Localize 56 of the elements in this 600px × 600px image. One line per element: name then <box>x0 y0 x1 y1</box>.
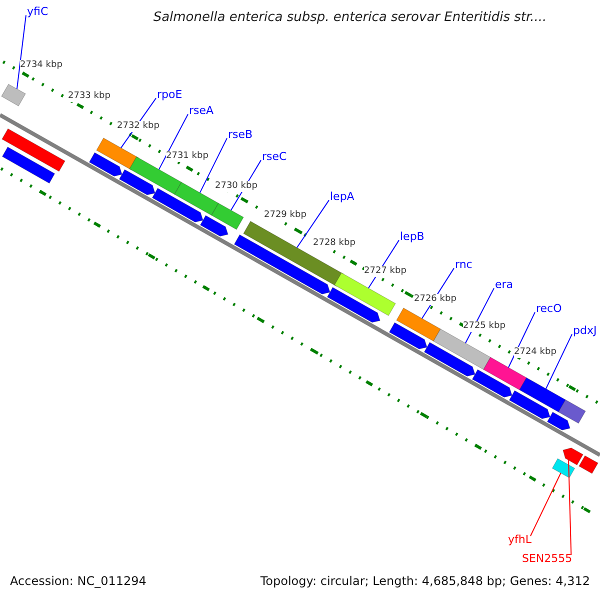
gene-label: pdxJ <box>573 324 597 338</box>
gene-feature <box>388 322 428 350</box>
leader-line <box>545 334 572 390</box>
tick-label: 2730 kbp <box>215 181 258 192</box>
leader-line <box>158 114 188 170</box>
tick-label: 2728 kbp <box>313 238 356 249</box>
gene-bar <box>211 202 244 230</box>
leader-line <box>530 472 562 536</box>
gene-bar <box>558 399 586 424</box>
gene-bar <box>433 328 491 370</box>
tick-label: 2731 kbp <box>166 151 208 162</box>
gene-feature <box>200 215 228 237</box>
leader-line <box>296 200 330 248</box>
gene-bar <box>578 455 598 474</box>
tick-label: 2727 kbp <box>364 266 406 277</box>
gene-feature <box>88 152 122 177</box>
leader-line <box>568 460 572 556</box>
tick-label: 2729 kbp <box>264 210 306 221</box>
gene-bar <box>2 128 66 172</box>
gene-label: lepA <box>330 190 354 204</box>
tick-label: 2734 kbp <box>20 60 62 71</box>
gene-feature <box>562 448 584 466</box>
gene-label: recO <box>536 302 562 316</box>
gene-label: rseB <box>228 128 253 142</box>
gene-label: rseA <box>189 104 214 118</box>
gene-label: lepB <box>400 230 424 244</box>
tick-label: 2732 kbp <box>117 121 160 132</box>
gene-label: yfhL <box>508 533 532 546</box>
gene-feature <box>508 390 550 420</box>
gene-label: rpoE <box>157 88 182 102</box>
title: Salmonella enterica subsp. enterica serovar Enteritidis str.... <box>153 10 547 25</box>
gene-feature <box>152 188 204 222</box>
gene-label: era <box>495 278 514 292</box>
gene-bar <box>396 308 441 342</box>
genome-info: Topology: circular; Length: 4,685,848 bp; Genes: 4,312 <box>260 574 590 588</box>
tick-label: 2733 kbp <box>68 91 110 102</box>
gene-label: SEN2555 <box>522 552 572 566</box>
gene-label: rseC <box>262 150 287 164</box>
gene-bar <box>2 146 56 184</box>
leader-line <box>508 312 536 368</box>
gene-bar <box>552 458 576 478</box>
gene-feature <box>326 287 380 323</box>
leader-line <box>199 138 228 194</box>
leader-line <box>16 14 26 90</box>
gene-label: yfiC <box>27 5 48 18</box>
gene-feature <box>424 342 476 377</box>
gene-bar <box>96 138 139 170</box>
gene-bar <box>483 356 527 390</box>
tick-label: 2726 kbp <box>414 294 456 305</box>
accession-label: Accession: NC_011294 <box>10 574 146 588</box>
tick-label: 2725 kbp <box>463 321 506 332</box>
tick-label: 2724 kbp <box>514 347 556 358</box>
gene-feature <box>118 169 156 196</box>
gene-feature <box>472 369 512 398</box>
gene-label: rnc <box>455 258 472 272</box>
gene-bar <box>1 84 26 106</box>
